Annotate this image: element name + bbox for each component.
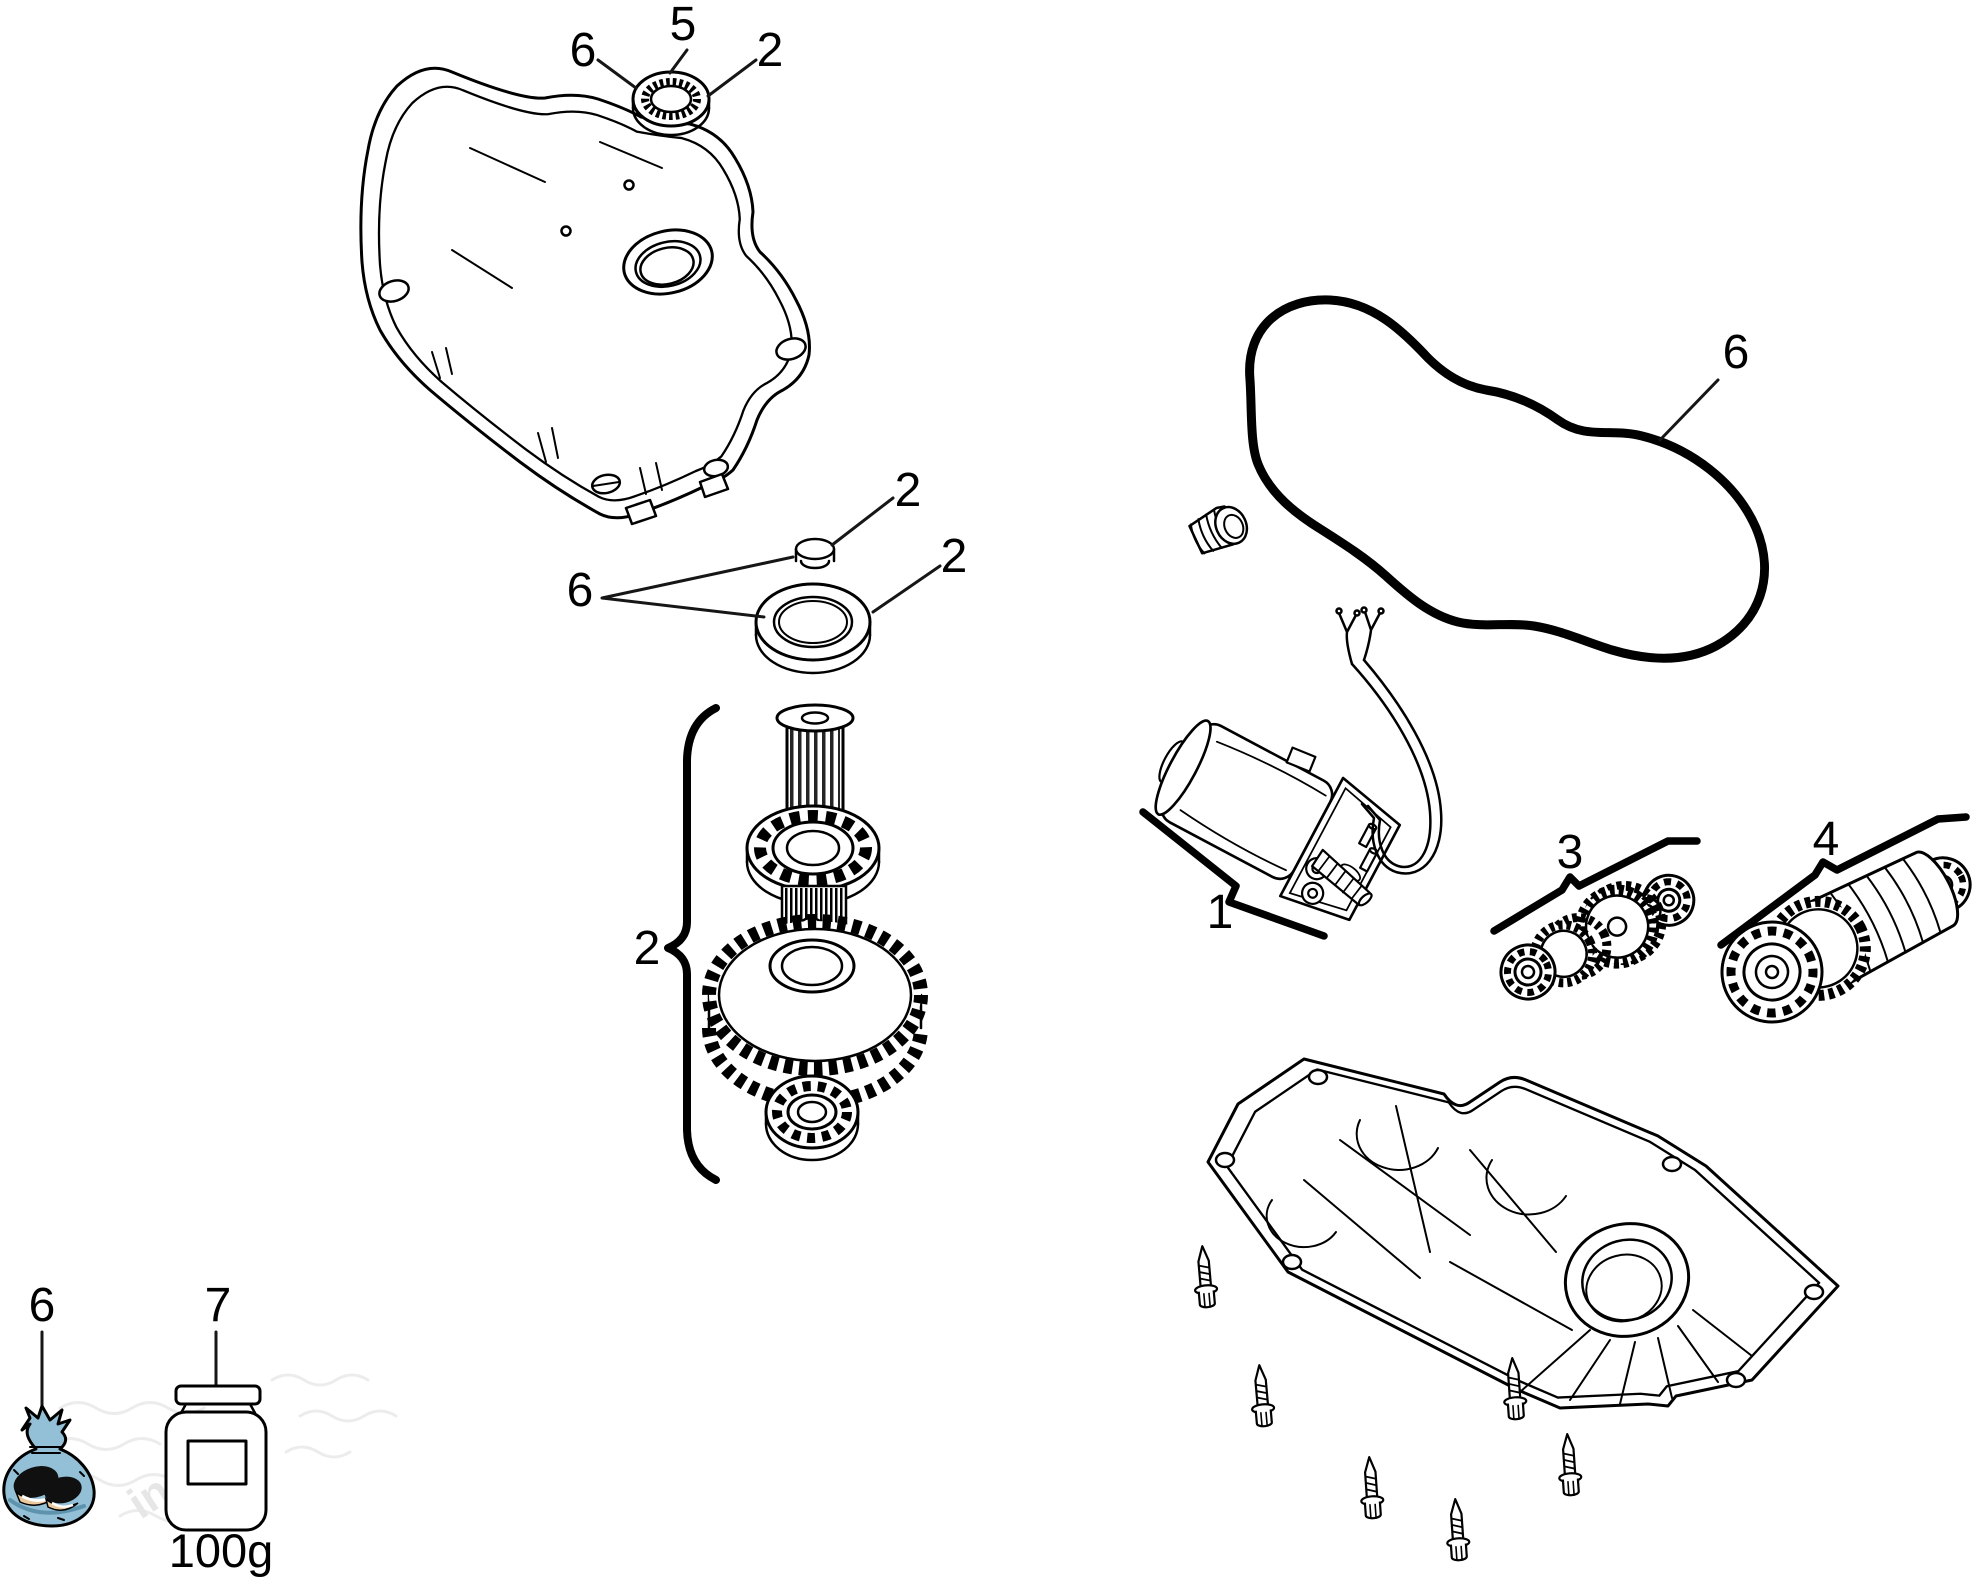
gear-housing-cover (359, 66, 811, 526)
callout-gasket-6: 6 (1723, 326, 1750, 379)
cover-ribs (431, 141, 663, 495)
cover-outline (359, 66, 811, 520)
motor-vent-tab (1285, 746, 1317, 773)
callout-cover-seals-6: 6 (567, 564, 594, 617)
idler-gear-set (1499, 873, 1696, 1001)
leader-cover-plug-2 (830, 496, 895, 547)
callout-jar-7: 7 (205, 1279, 232, 1332)
jar-label (186, 1439, 248, 1486)
housing-ribs (1265, 1105, 1573, 1331)
seal-parts-bag: 6 (2, 1279, 96, 1528)
housing-boss (1563, 1222, 1691, 1338)
lower-bearing (764, 1074, 860, 1162)
callout-drive-gear-4: 4 (1813, 813, 1840, 866)
group-bracket-4 (1717, 813, 1970, 949)
cover-plug (794, 537, 836, 570)
jar-lid (174, 1384, 262, 1406)
leader-gasket-6 (1658, 378, 1720, 442)
group-bracket-3 (1490, 837, 1701, 935)
callout-motor-1: 1 (1207, 886, 1234, 939)
oil-seal (754, 582, 872, 675)
bag-seal-rings (13, 1466, 82, 1511)
oil-plug (1188, 505, 1249, 555)
housing-inner-edge (1225, 1068, 1821, 1399)
callout-cover-washer-6: 6 (570, 24, 597, 77)
idler-bearing-front (1499, 943, 1557, 1001)
drive-face-bearing (1720, 920, 1824, 1024)
cover-boss (622, 228, 714, 296)
housing-fan-ribs (1519, 1309, 1753, 1405)
drive-gear-shaft (1720, 850, 1972, 1024)
group-brace-2 (664, 704, 720, 1184)
spline-washer (631, 70, 711, 137)
gear-shaft-assembly (702, 703, 928, 1162)
grease-jar: 7 100g (164, 1279, 274, 1577)
housing-bolt-holes (1214, 1068, 1825, 1389)
leader-cover-washer-5 (668, 48, 689, 75)
cover-inner-edge (377, 85, 793, 502)
cover-feet (624, 472, 730, 526)
idler-large-gear (1575, 880, 1667, 969)
bag-shading (8, 1498, 86, 1515)
lower-housing (1206, 1057, 1840, 1410)
callout-gear-shaft-2: 2 (634, 922, 661, 975)
callout-cover-plug-2: 2 (895, 464, 922, 517)
callout-cover-washer-2: 2 (757, 24, 784, 77)
cover-holes (378, 179, 807, 495)
leader-cover-seals-6 (600, 555, 795, 619)
group-bracket-1 (1139, 808, 1328, 940)
electric-motor (1154, 606, 1443, 922)
thrust-washer (768, 938, 856, 994)
callout-cover-washer-5: 5 (670, 0, 697, 51)
spline-shaft (775, 703, 855, 842)
motor-wire (1335, 606, 1443, 875)
spline-teeth (641, 78, 701, 120)
leader-cover-washer-2 (706, 58, 758, 98)
gasket-loop (1245, 295, 1769, 663)
housing-outline (1206, 1057, 1840, 1410)
wire-fork-terminal (1335, 606, 1385, 666)
worm-pinion (1311, 848, 1373, 907)
leader-cover-washer-6 (596, 58, 638, 90)
motor-end-cap (1154, 719, 1212, 817)
callout-bag-6: 6 (29, 1279, 56, 1332)
callout-idler-gear-3: 3 (1557, 826, 1584, 879)
leader-cover-seal-2 (871, 564, 942, 614)
callout-cover-seal-2: 2 (941, 530, 968, 583)
cover-gasket (1245, 295, 1769, 663)
grease-weight-label: 100g (169, 1524, 274, 1577)
